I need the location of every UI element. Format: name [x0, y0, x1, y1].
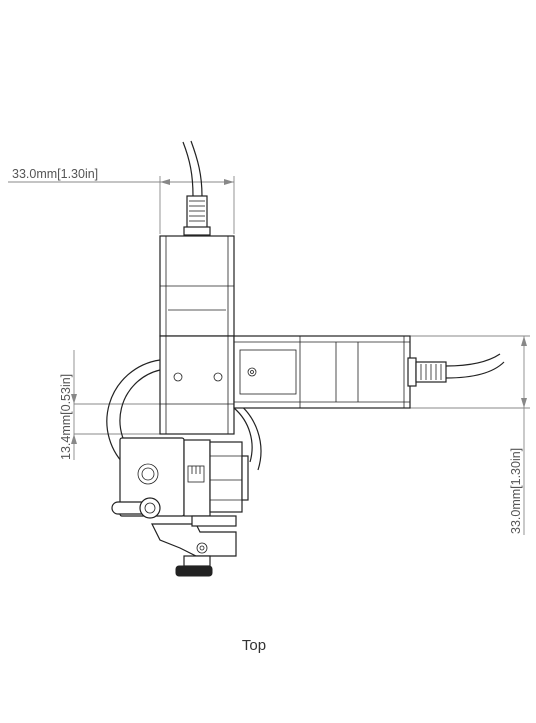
dimension-top-width: 33.0mm[1.30in]: [8, 167, 235, 234]
dimension-left-offset: 13.4mm[0.53in]: [59, 350, 168, 460]
bottom-clamp: [151, 515, 237, 577]
dimension-right-label: 33.0mm[1.30in]: [509, 448, 523, 534]
dimension-left-label: 13.4mm[0.53in]: [59, 374, 73, 460]
view-caption: Top: [242, 637, 266, 654]
right-cable: [407, 353, 505, 387]
top-cable: [182, 140, 211, 236]
dimension-right-height: 33.0mm[1.30in]: [410, 335, 530, 535]
dimension-top-label: 33.0mm[1.30in]: [12, 167, 98, 181]
lower-mount-assembly: [111, 437, 249, 519]
horizontal-module: [233, 335, 411, 409]
vertical-module: [159, 235, 235, 435]
